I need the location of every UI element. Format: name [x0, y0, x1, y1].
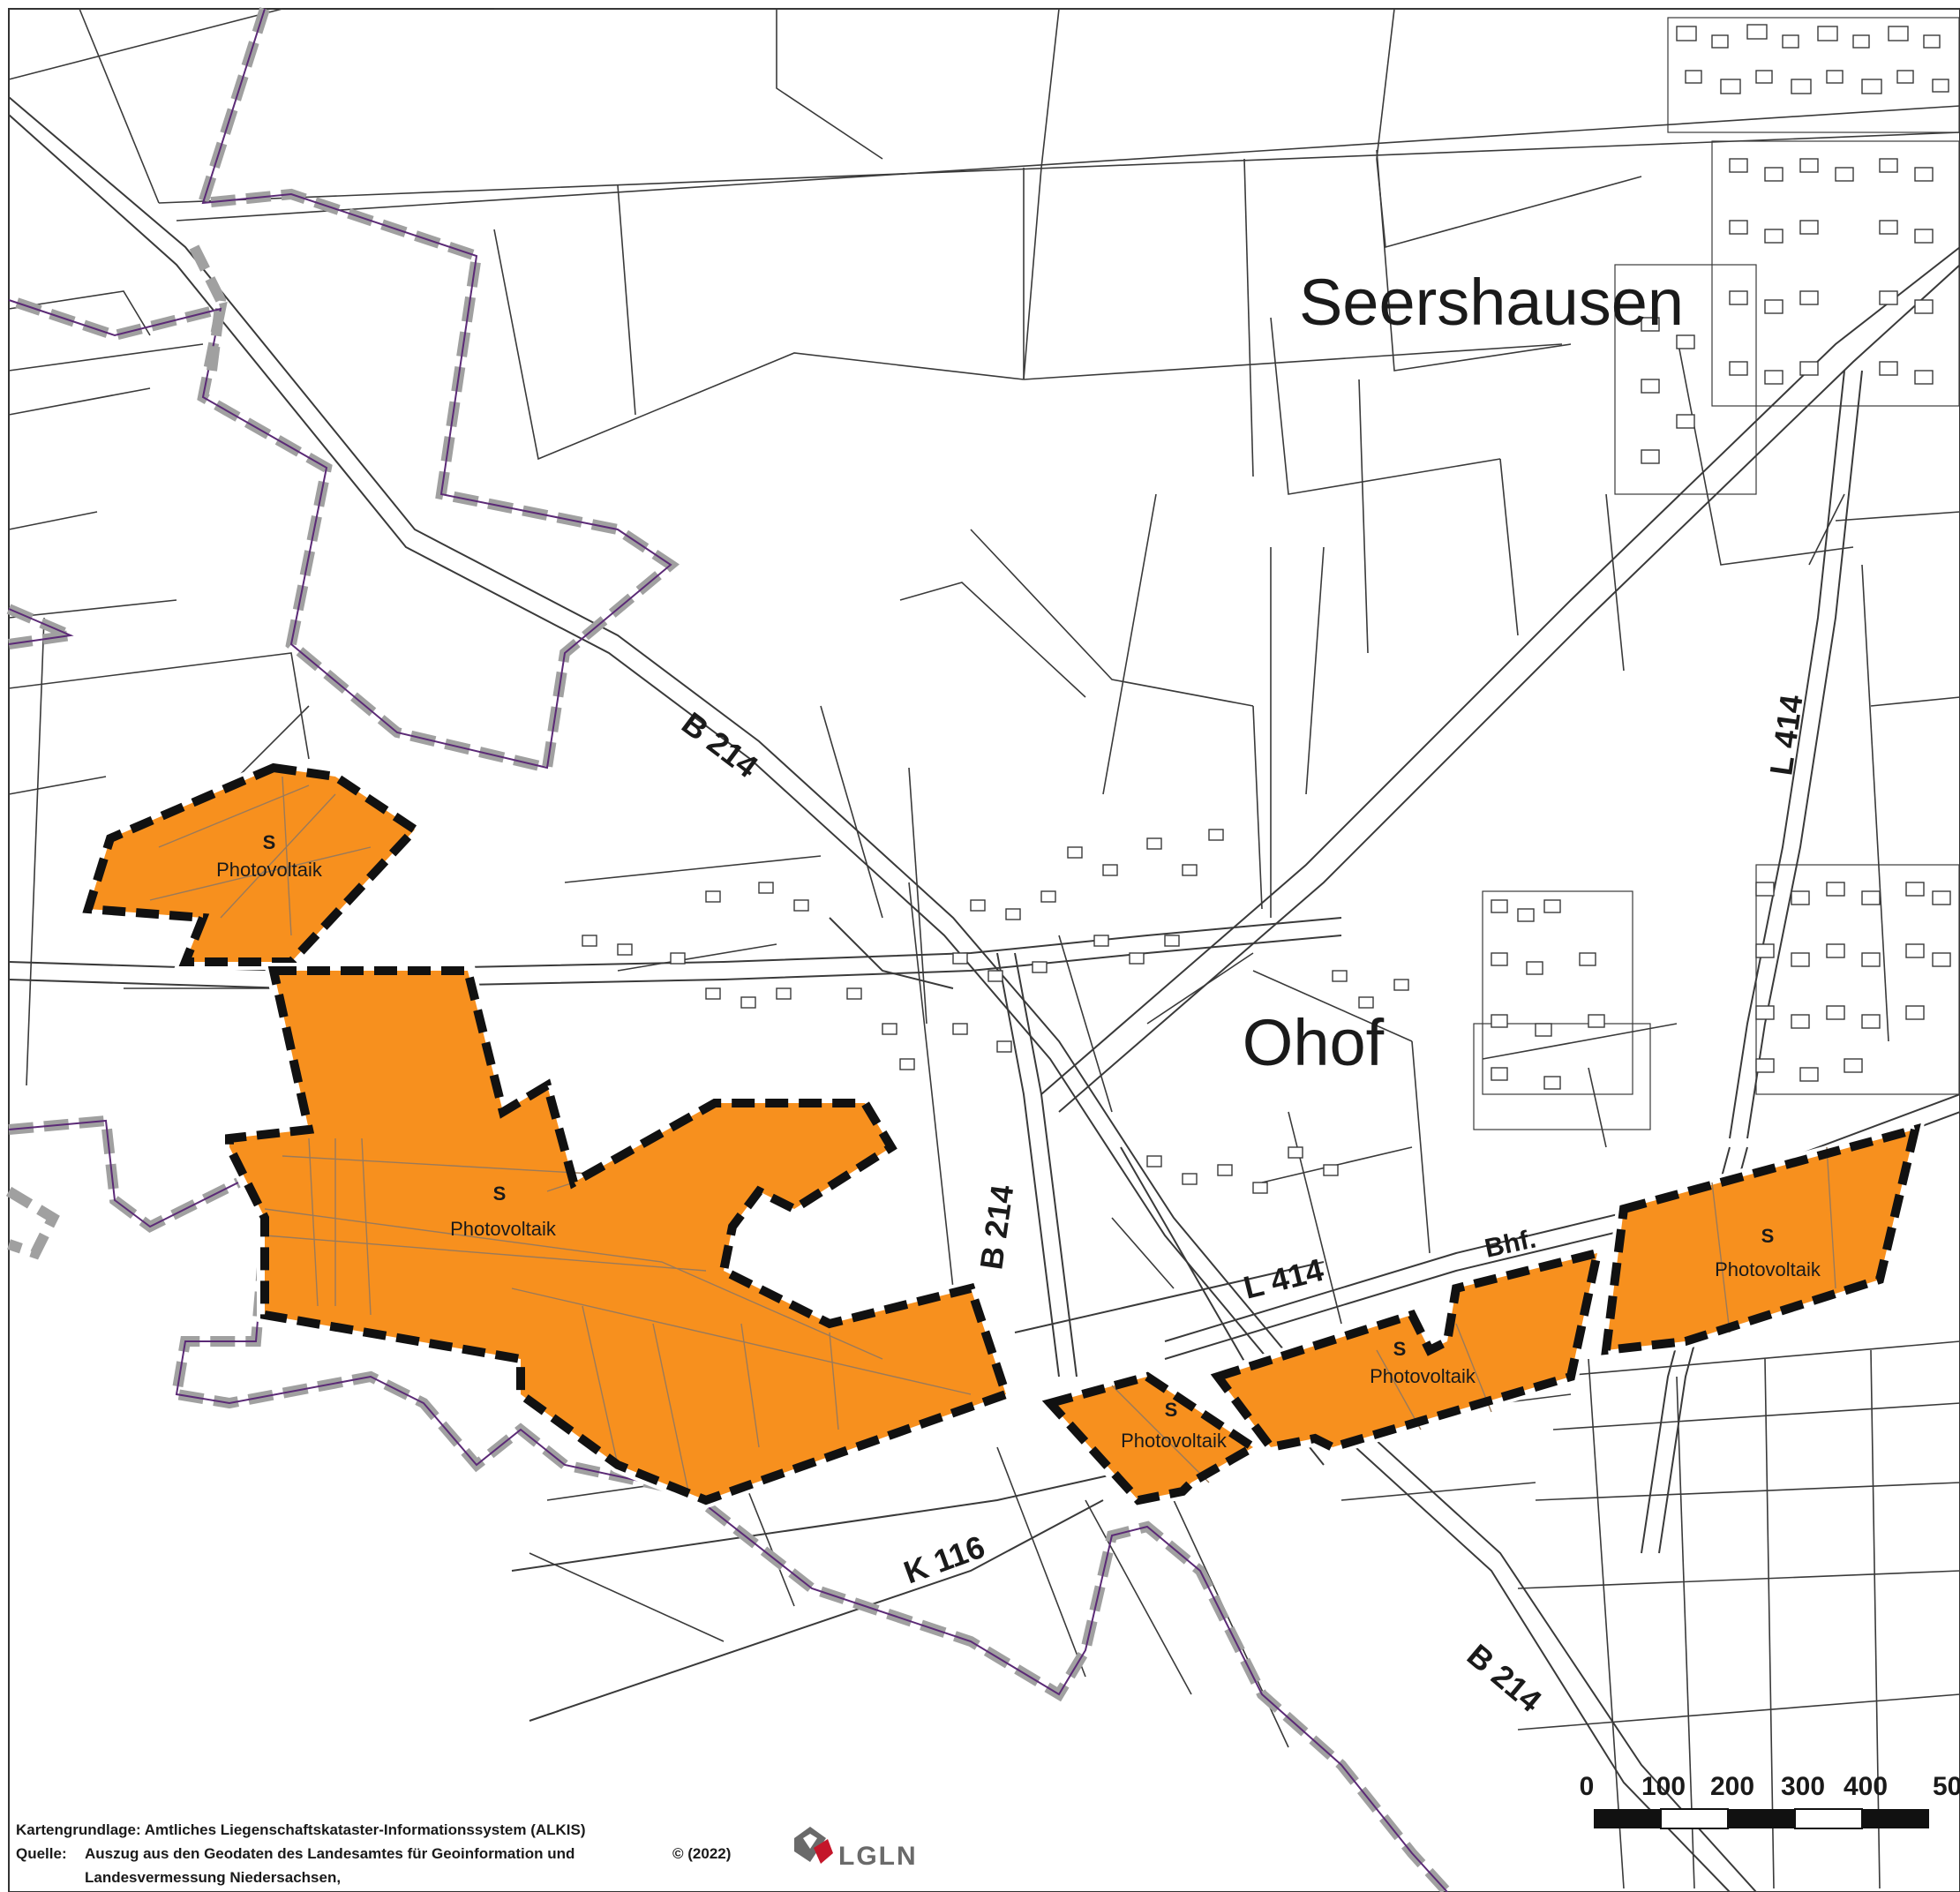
zone-3-label: Photovoltaik [1121, 1430, 1228, 1452]
zone-4-code: S [1393, 1338, 1407, 1360]
scale-tick-400: 400 [1844, 1772, 1888, 1801]
scale-tick-0: 0 [1580, 1772, 1595, 1801]
scale-tick-500: 500 [1933, 1772, 1960, 1801]
footer-source-label: Quelle: [16, 1845, 67, 1862]
pv-zone-3[interactable] [1035, 1368, 1269, 1509]
zone-2-code: S [493, 1182, 507, 1205]
footer-line-2: Auszug aus den Geodaten des Landesamtes … [85, 1845, 574, 1862]
place-seershausen: Seershausen [1299, 266, 1684, 339]
scale-bar: 0 100 200 300 400 500 [1580, 1772, 1960, 1829]
scale-tick-100: 100 [1641, 1772, 1686, 1801]
pv-zone-4[interactable] [1205, 1242, 1608, 1456]
scale-tick-200: 200 [1710, 1772, 1754, 1801]
lgln-logo-text: LGLN [838, 1842, 918, 1871]
parcel-lines [8, 8, 1960, 1889]
pv-zone-5[interactable] [1596, 1118, 1926, 1360]
footer-line-3: Landesvermessung Niedersachsen, [85, 1869, 341, 1886]
zone-2-label: Photovoltaik [450, 1218, 557, 1240]
zone-3-code: S [1165, 1399, 1178, 1421]
pv-zone-2[interactable] [222, 963, 1017, 1509]
lgln-logo-icon: LGLN [794, 1827, 918, 1871]
zone-4-label: Photovoltaik [1370, 1365, 1476, 1387]
footer-credits: Kartengrundlage: Amtliches Liegenschafts… [16, 1821, 731, 1886]
settlement-buildings [582, 17, 1960, 1194]
zone-5-label: Photovoltaik [1715, 1258, 1821, 1280]
zone-5-code: S [1761, 1225, 1775, 1247]
footer-line-1: Kartengrundlage: Amtliches Liegenschafts… [16, 1821, 586, 1838]
pv-zone-1[interactable] [78, 759, 427, 970]
place-ohof: Ohof [1243, 1006, 1385, 1079]
zone-labels: S Photovoltaik S Photovoltaik S Photovol… [216, 831, 1821, 1452]
footer-copyright: © (2022) [672, 1845, 731, 1862]
zone-1-code: S [263, 831, 276, 853]
scale-tick-300: 300 [1781, 1772, 1825, 1801]
zone-1-label: Photovoltaik [216, 859, 323, 881]
